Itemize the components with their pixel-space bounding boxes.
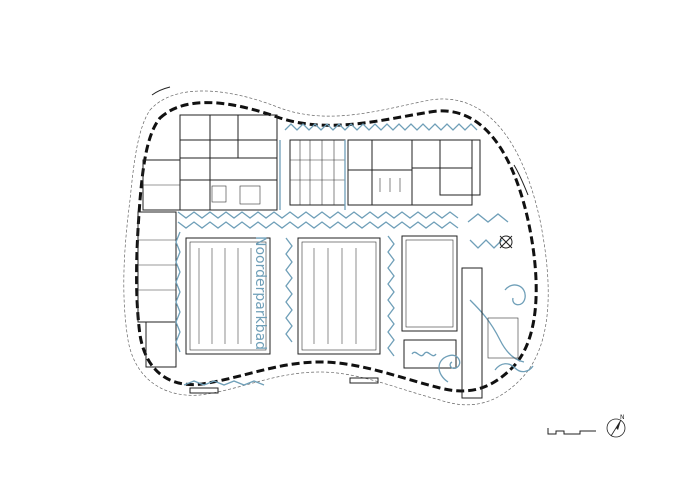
service-rooms-northeast bbox=[347, 139, 481, 206]
tile-pattern-north bbox=[177, 123, 478, 229]
north-arrow-icon: N bbox=[606, 414, 626, 438]
column-marker bbox=[499, 235, 513, 249]
tile-pattern-center bbox=[285, 235, 395, 357]
site-boundary bbox=[123, 90, 549, 406]
lap-pool-west bbox=[185, 237, 271, 355]
changing-cabins bbox=[289, 139, 346, 206]
play-area-east bbox=[438, 213, 534, 399]
tile-pattern-west bbox=[175, 231, 265, 386]
perimeter-benches bbox=[151, 86, 529, 394]
scale-bar-icon bbox=[547, 428, 596, 435]
lap-pool-center bbox=[297, 237, 381, 355]
building-label: Noorderparkbad bbox=[252, 236, 268, 350]
north-label: N bbox=[620, 414, 625, 421]
diving-pool bbox=[401, 235, 458, 369]
service-rooms-north bbox=[137, 114, 278, 368]
